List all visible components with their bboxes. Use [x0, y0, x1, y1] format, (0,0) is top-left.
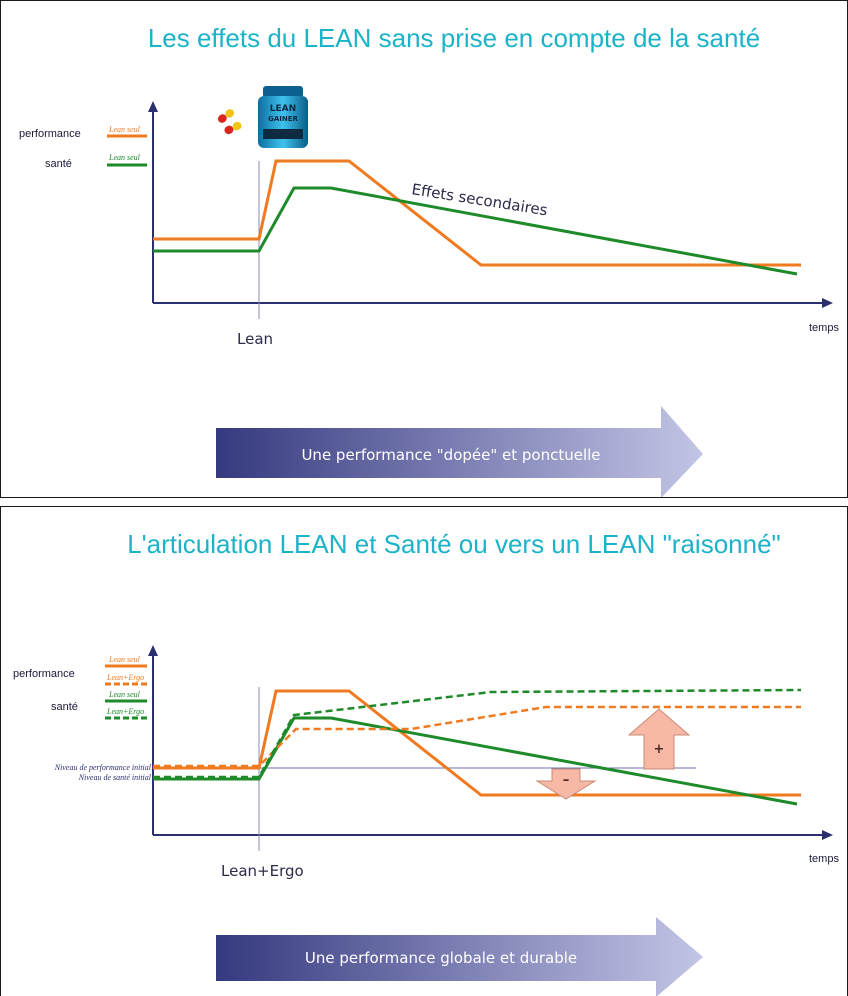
legend-performance: performance	[19, 128, 81, 140]
legend-lean-seul-sante: Lean seul	[108, 153, 141, 162]
decrease-arrow: –	[535, 768, 597, 800]
panel-title: Les effets du LEAN sans prise en compte …	[147, 23, 761, 53]
event-label: Lean+Ergo	[221, 862, 304, 880]
event-label: Lean	[237, 330, 273, 348]
sante-curve	[153, 186, 798, 276]
legend-lean-ergo-perf: Lean+Ergo	[106, 673, 144, 682]
x-axis-label: temps	[809, 322, 839, 334]
performance-curve	[153, 159, 801, 267]
plus-sign: +	[654, 742, 665, 757]
conclusion-arrow-text: Une performance "dopée" et ponctuelle	[301, 446, 600, 464]
svg-text:GAINER: GAINER	[268, 115, 298, 123]
y-axis-arrowhead	[148, 101, 158, 112]
sante-lean-ergo-curve	[153, 688, 802, 779]
sante-lean-seul-curve	[153, 716, 798, 806]
x-axis-arrowhead	[822, 830, 833, 840]
initial-sante-label: Niveau de santé initial	[78, 773, 152, 782]
svg-text:LEAN: LEAN	[270, 104, 296, 114]
legend-lean-seul-perf: Lean seul	[108, 125, 141, 134]
x-axis-label: temps	[809, 853, 839, 865]
y-axis-arrowhead	[148, 645, 158, 656]
legend-lean-seul-perf: Lean seul	[108, 655, 141, 664]
minus-sign: –	[563, 773, 570, 788]
initial-performance-label: Niveau de performance initial	[54, 763, 152, 772]
increase-arrow: +	[627, 708, 691, 770]
performance-lean-seul-curve	[153, 689, 801, 797]
legend-lean-seul-sante: Lean seul	[108, 690, 141, 699]
panel-lean-only: Les effets du LEAN sans prise en compte …	[0, 0, 848, 498]
legend-lean-ergo-sante: Lean+Ergo	[106, 707, 144, 716]
side-effects-annotation: Effets secondaires	[410, 180, 549, 219]
legend-performance: performance	[13, 668, 75, 680]
pills-icon	[217, 109, 242, 135]
x-axis-arrowhead	[822, 298, 833, 308]
supplement-bottle-icon: LEAN GAINER	[258, 86, 308, 148]
legend-sante: santé	[45, 158, 72, 170]
performance-lean-ergo-curve	[153, 705, 801, 768]
panel-lean-ergo: L'articulation LEAN et Santé ou vers un …	[0, 506, 848, 996]
legend-sante: santé	[51, 701, 78, 713]
lean-ergo-chart: performance Lean seul Lean+Ergo santé Le…	[13, 645, 839, 880]
panel-title: L'articulation LEAN et Santé ou vers un …	[127, 529, 781, 559]
lean-only-chart: LEAN GAINER performance Lean seul santé …	[19, 86, 839, 497]
conclusion-arrow: Une performance "dopée" et ponctuelle	[216, 406, 703, 497]
